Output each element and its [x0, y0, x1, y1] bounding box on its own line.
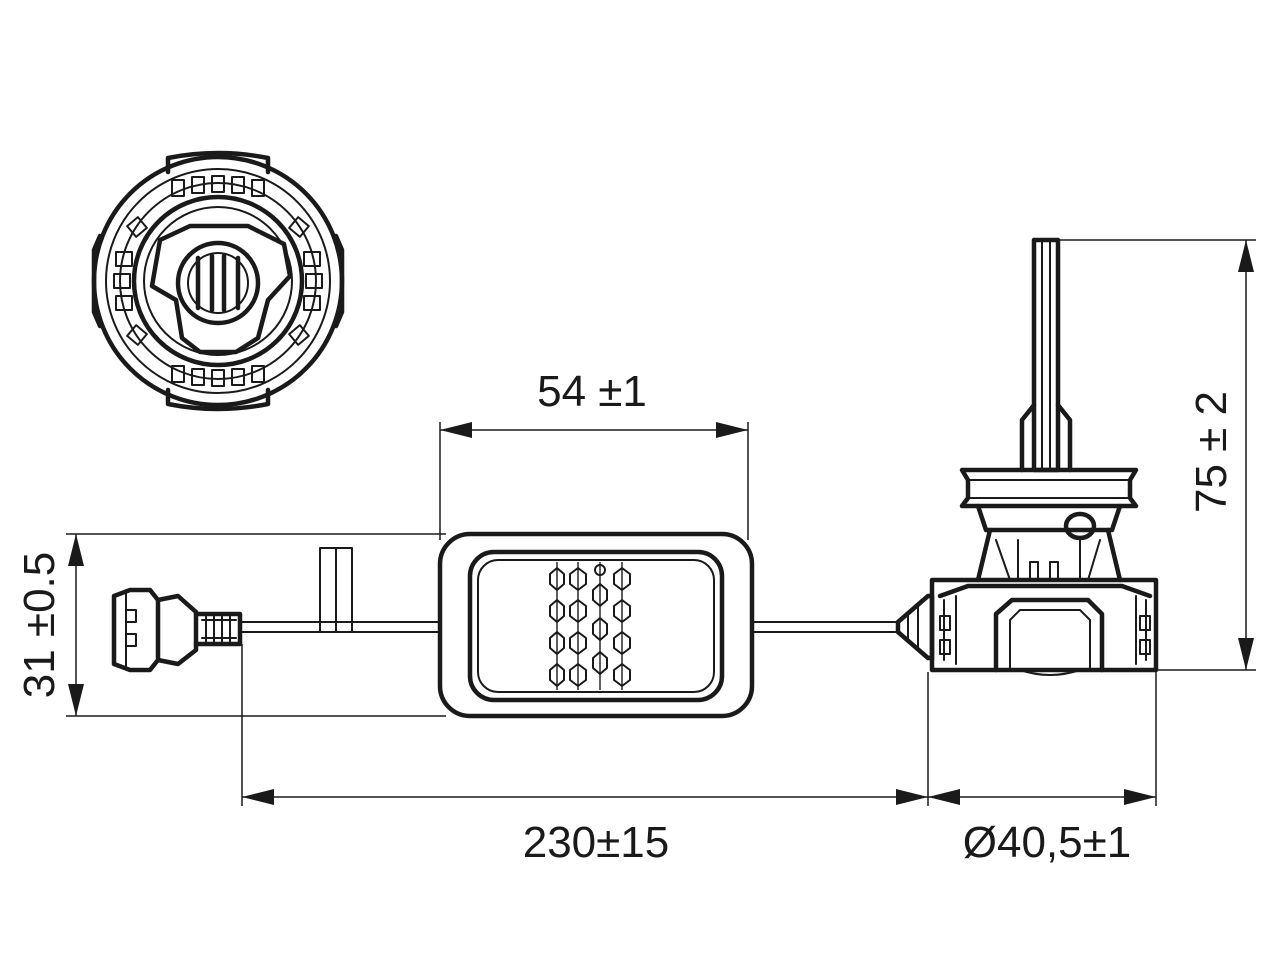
dim-bulb-height: [1058, 239, 1256, 671]
bulb-front-view: [91, 150, 345, 412]
dim-label-base-diameter: Ø40,5±1: [963, 818, 1131, 867]
dim-cable-length: [241, 644, 929, 806]
dim-label-driver-width: 54 ±1: [537, 367, 647, 416]
dim-base-diameter: [928, 672, 1157, 806]
cable: [239, 547, 899, 633]
connector-plug: [111, 587, 243, 673]
driver-box: [437, 531, 755, 719]
led-bulb-side-view: [895, 237, 1159, 676]
dim-driver-width: [439, 422, 749, 540]
dim-label-driver-height: 31 ±0.5: [15, 552, 64, 698]
dim-label-bulb-height: 75 ± 2: [1187, 391, 1236, 513]
dim-label-cable-length: 230±15: [523, 818, 670, 867]
dim-driver-height: [66, 533, 446, 717]
